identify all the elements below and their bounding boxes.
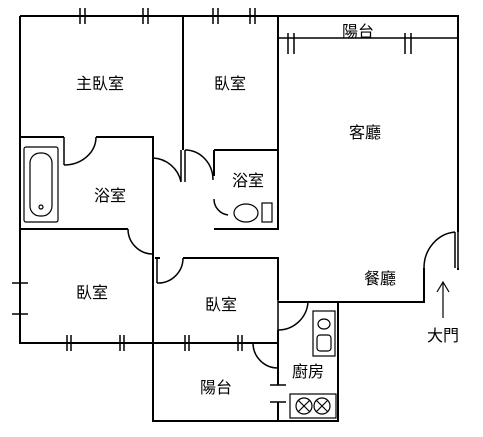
bath-middle-door	[213, 198, 229, 216]
kitchen-sink-icon	[312, 310, 336, 357]
room-label-balcony-bottom: 陽台	[199, 378, 233, 397]
sink-basin-icon	[317, 318, 331, 330]
toilet-tank-icon	[261, 202, 273, 223]
room-label-bath-middle: 浴室	[231, 171, 265, 190]
room-label-bedroom-middle: 臥室	[204, 295, 238, 314]
toilet-bowl-icon	[233, 203, 259, 223]
room-label-kitchen: 廚房	[291, 362, 325, 381]
balcony-bottom-door	[252, 342, 279, 369]
stove-icon	[289, 393, 337, 419]
entrance-label: 大門	[426, 326, 460, 345]
windows	[12, 8, 412, 403]
bedroom-middle-door	[156, 257, 184, 284]
room-label-bedroom-left: 臥室	[75, 283, 109, 302]
room-label-dining: 餐廳	[363, 269, 397, 288]
bathtub-inner-icon	[29, 152, 53, 217]
room-label-master-bedroom: 主臥室	[75, 74, 125, 93]
stove-burner-icon	[295, 397, 313, 415]
stove-burner-icon	[313, 397, 331, 415]
bedroom-left-door	[127, 228, 154, 255]
bedroom-top-door	[184, 149, 214, 181]
interior-walls	[20, 16, 458, 421]
main-door	[423, 231, 459, 269]
master-bath-entry-door	[152, 150, 186, 183]
room-label-living-room: 客廳	[348, 123, 382, 142]
kitchen-door	[277, 300, 309, 331]
sink-basin-lower-icon	[316, 334, 332, 352]
room-label-bedroom-top: 臥室	[213, 74, 247, 93]
room-label-bath-left: 浴室	[93, 186, 127, 205]
bathtub-icon	[23, 146, 59, 223]
entrance-arrow-icon	[436, 280, 450, 318]
fixtures	[23, 146, 337, 419]
doors	[63, 136, 459, 369]
room-label-balcony-top: 陽台	[341, 22, 375, 41]
bathtub-drain-icon	[38, 204, 44, 210]
bath-left-door	[63, 136, 97, 166]
